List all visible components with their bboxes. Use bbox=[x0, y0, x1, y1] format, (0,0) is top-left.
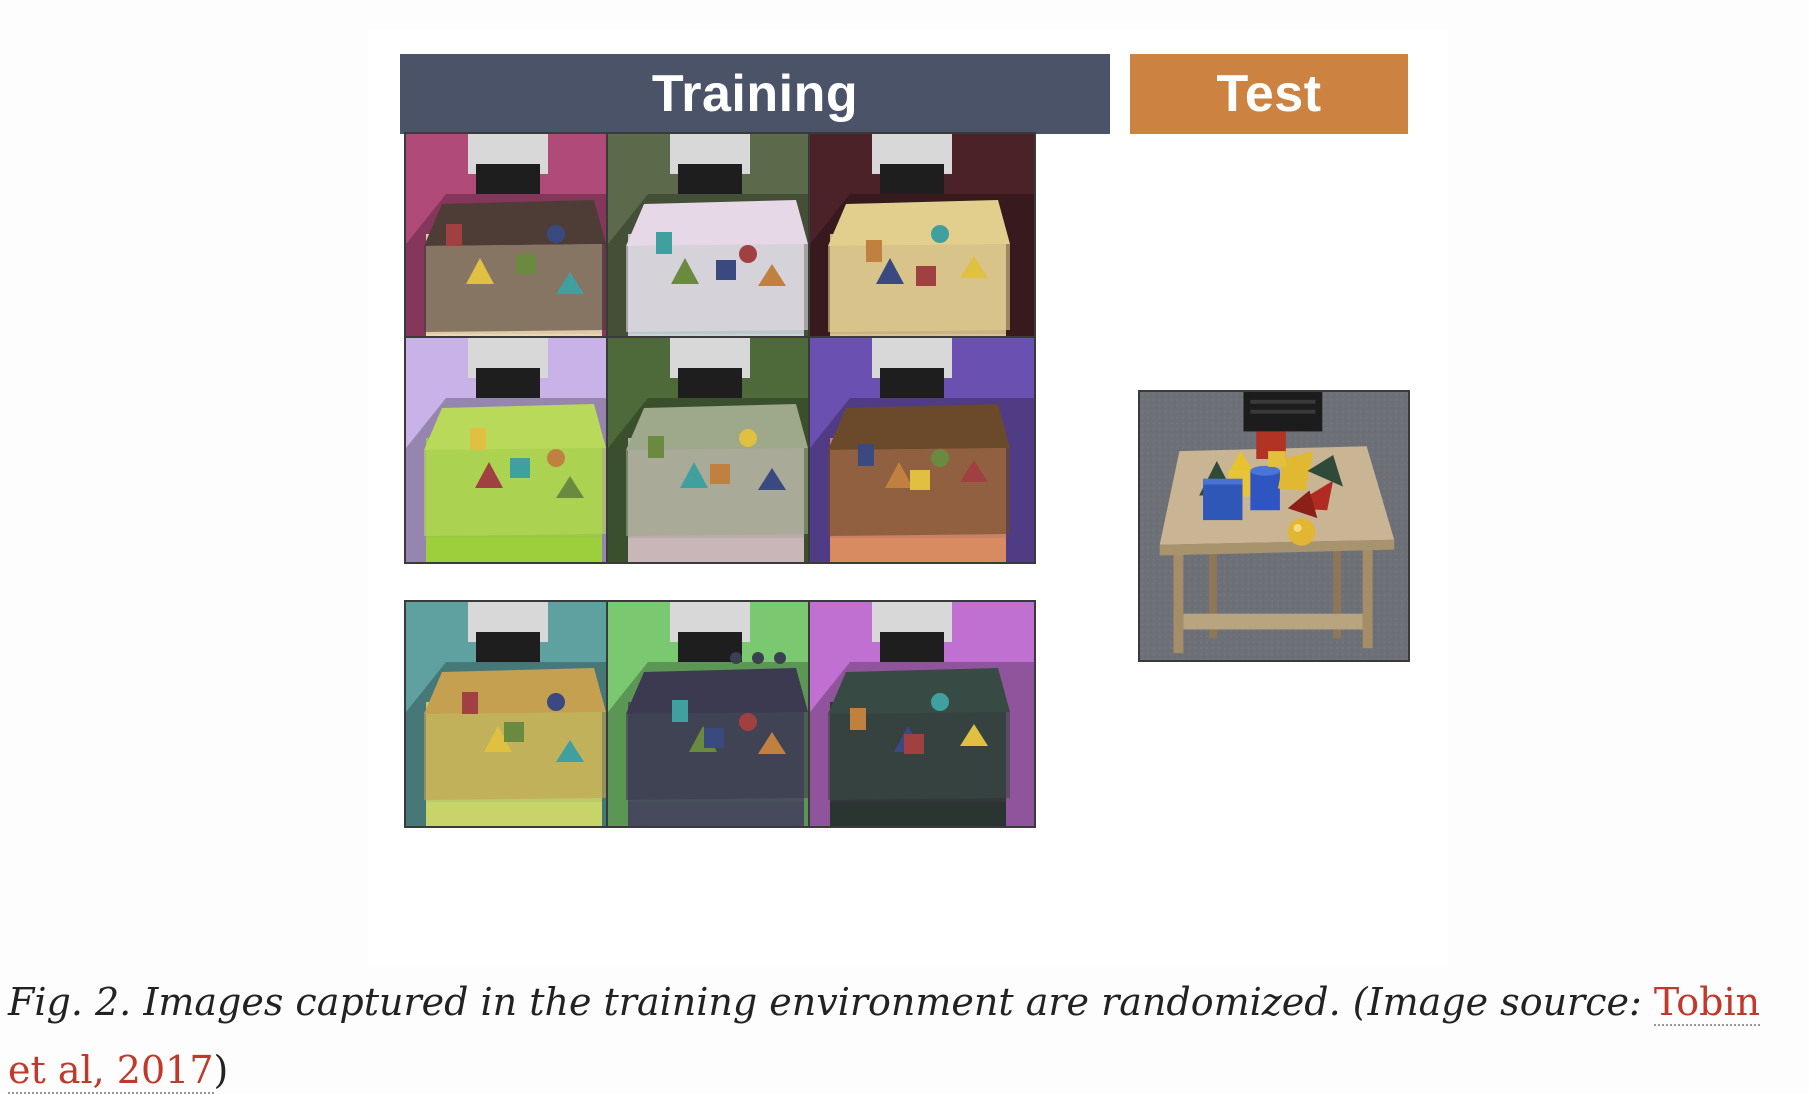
test-header-label: Test bbox=[1216, 65, 1322, 123]
training-image bbox=[606, 336, 834, 564]
rendered-scene bbox=[810, 134, 1034, 358]
training-header: Training bbox=[400, 54, 1110, 134]
training-image bbox=[808, 336, 1036, 564]
training-image bbox=[808, 132, 1036, 360]
test-photo-image bbox=[1140, 392, 1408, 660]
ellipsis-dots bbox=[730, 652, 800, 668]
rendered-scene bbox=[608, 134, 832, 358]
training-header-label: Training bbox=[651, 65, 859, 123]
rendered-scene bbox=[608, 602, 832, 826]
rendered-scene bbox=[406, 602, 630, 826]
caption-suffix: ) bbox=[213, 1048, 229, 1092]
training-image bbox=[606, 132, 834, 360]
training-image bbox=[404, 336, 632, 564]
training-image bbox=[808, 600, 1036, 828]
citation-link[interactable]: Tobin et al, 2017 bbox=[8, 980, 1761, 1094]
rendered-scene bbox=[608, 338, 832, 562]
figure-caption: Fig. 2. Images captured in the training … bbox=[8, 968, 1798, 1094]
ellipsis-dot bbox=[752, 652, 764, 664]
caption-text: Fig. 2. Images captured in the training … bbox=[8, 980, 1654, 1024]
ellipsis-dot bbox=[774, 652, 786, 664]
training-image bbox=[404, 600, 632, 828]
rendered-scene bbox=[406, 134, 630, 358]
rendered-scene bbox=[810, 602, 1034, 826]
training-image bbox=[404, 132, 632, 360]
rendered-scene bbox=[406, 338, 630, 562]
training-image bbox=[606, 600, 834, 828]
rendered-scene bbox=[810, 338, 1034, 562]
test-header: Test bbox=[1130, 54, 1408, 134]
ellipsis-dot bbox=[730, 652, 742, 664]
figure: Training Test bbox=[368, 30, 1448, 965]
test-photo bbox=[1138, 390, 1410, 662]
